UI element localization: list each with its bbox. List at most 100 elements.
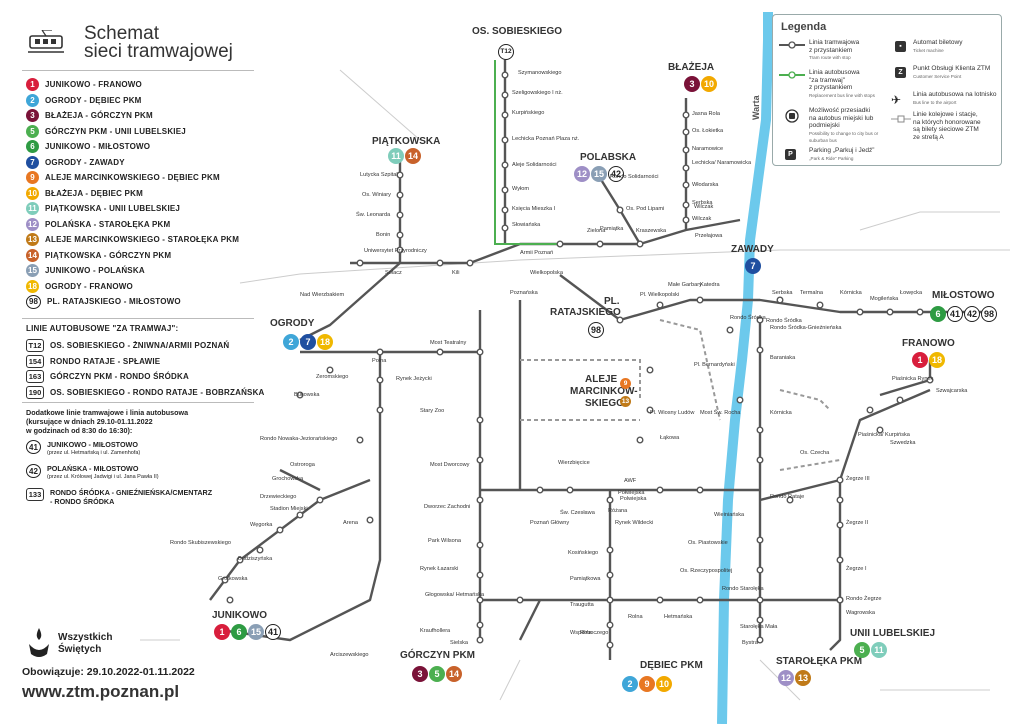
stop-marker[interactable] [866,406,874,414]
stop-marker[interactable] [606,641,614,649]
stop-marker[interactable] [376,406,384,414]
stop-marker[interactable] [326,366,334,374]
stop-marker[interactable] [501,206,509,214]
stop-marker[interactable] [606,546,614,554]
stop-marker[interactable] [616,316,624,324]
stop-marker[interactable] [636,436,644,444]
stop-marker[interactable] [606,571,614,579]
stop-marker[interactable] [816,301,824,309]
stop-marker[interactable] [501,136,509,144]
stop-marker[interactable] [596,240,604,248]
stop-marker[interactable] [606,496,614,504]
stop-marker[interactable] [756,456,764,464]
stop-marker[interactable] [682,216,690,224]
stop-marker[interactable] [476,571,484,579]
stop-marker[interactable] [776,296,784,304]
stop-marker[interactable] [501,186,509,194]
stop-marker[interactable] [356,259,364,267]
stop-marker[interactable] [501,71,509,79]
stop-marker[interactable] [606,621,614,629]
stop-marker[interactable] [896,396,904,404]
stop-marker[interactable] [756,566,764,574]
station-label: Wierzbięcice [558,460,590,466]
stop-marker[interactable] [396,211,404,219]
stop-marker[interactable] [646,406,654,414]
stop-marker[interactable] [466,259,474,267]
stop-marker[interactable] [856,308,864,316]
stop-marker[interactable] [476,621,484,629]
extra-route-label: POLAŃSKA - MIŁOSTOWO [47,464,139,473]
stop-marker[interactable] [836,496,844,504]
stop-marker[interactable] [756,616,764,624]
stop-marker[interactable] [926,376,934,384]
stop-marker[interactable] [696,486,704,494]
stop-marker[interactable] [556,240,564,248]
stop-marker[interactable] [476,416,484,424]
stop-marker[interactable] [476,456,484,464]
stop-marker[interactable] [476,348,484,356]
stop-marker[interactable] [756,636,764,644]
stop-marker[interactable] [876,426,884,434]
stop-marker[interactable] [436,259,444,267]
stop-marker[interactable] [736,396,744,404]
stop-marker[interactable] [786,496,794,504]
stop-marker[interactable] [366,516,374,524]
stop-marker[interactable] [696,296,704,304]
station-label: Arena [343,520,358,526]
stop-marker[interactable] [501,224,509,232]
stop-marker[interactable] [476,596,484,604]
stop-marker[interactable] [276,526,284,534]
stop-marker[interactable] [236,556,244,564]
stop-marker[interactable] [616,206,624,214]
stop-marker[interactable] [756,536,764,544]
stop-marker[interactable] [476,496,484,504]
stop-marker[interactable] [221,576,229,584]
stop-marker[interactable] [256,546,264,554]
website-link[interactable]: www.ztm.poznan.pl [22,682,180,701]
stop-marker[interactable] [836,521,844,529]
stop-marker[interactable] [376,376,384,384]
stop-marker[interactable] [646,366,654,374]
stop-marker[interactable] [501,111,509,119]
stop-marker[interactable] [836,476,844,484]
stop-marker[interactable] [682,111,690,119]
stop-marker[interactable] [376,348,384,356]
stop-marker[interactable] [501,161,509,169]
stop-marker[interactable] [682,201,690,209]
stop-marker[interactable] [436,348,444,356]
stop-marker[interactable] [682,146,690,154]
stop-marker[interactable] [836,596,844,604]
stop-marker[interactable] [516,596,524,604]
stop-marker[interactable] [606,596,614,604]
stop-marker[interactable] [566,486,574,494]
stop-marker[interactable] [356,436,364,444]
stop-marker[interactable] [756,596,764,604]
stop-marker[interactable] [682,164,690,172]
stop-marker[interactable] [476,636,484,644]
stop-marker[interactable] [916,308,924,316]
stop-marker[interactable] [396,246,404,254]
stop-marker[interactable] [296,391,304,399]
stop-marker[interactable] [536,486,544,494]
stop-marker[interactable] [226,596,234,604]
stop-marker[interactable] [682,181,690,189]
stop-marker[interactable] [836,556,844,564]
stop-marker[interactable] [476,541,484,549]
stop-marker[interactable] [756,426,764,434]
stop-marker[interactable] [296,511,304,519]
stop-marker[interactable] [682,128,690,136]
stop-marker[interactable] [656,596,664,604]
stop-marker[interactable] [756,316,764,324]
stop-marker[interactable] [696,596,704,604]
stop-marker[interactable] [396,231,404,239]
stop-marker[interactable] [656,301,664,309]
stop-marker[interactable] [396,191,404,199]
stop-marker[interactable] [656,486,664,494]
stop-marker[interactable] [501,91,509,99]
stop-marker[interactable] [396,171,404,179]
stop-marker[interactable] [316,496,324,504]
stop-marker[interactable] [636,240,644,248]
stop-marker[interactable] [886,308,894,316]
stop-marker[interactable] [756,346,764,354]
stop-marker[interactable] [726,326,734,334]
